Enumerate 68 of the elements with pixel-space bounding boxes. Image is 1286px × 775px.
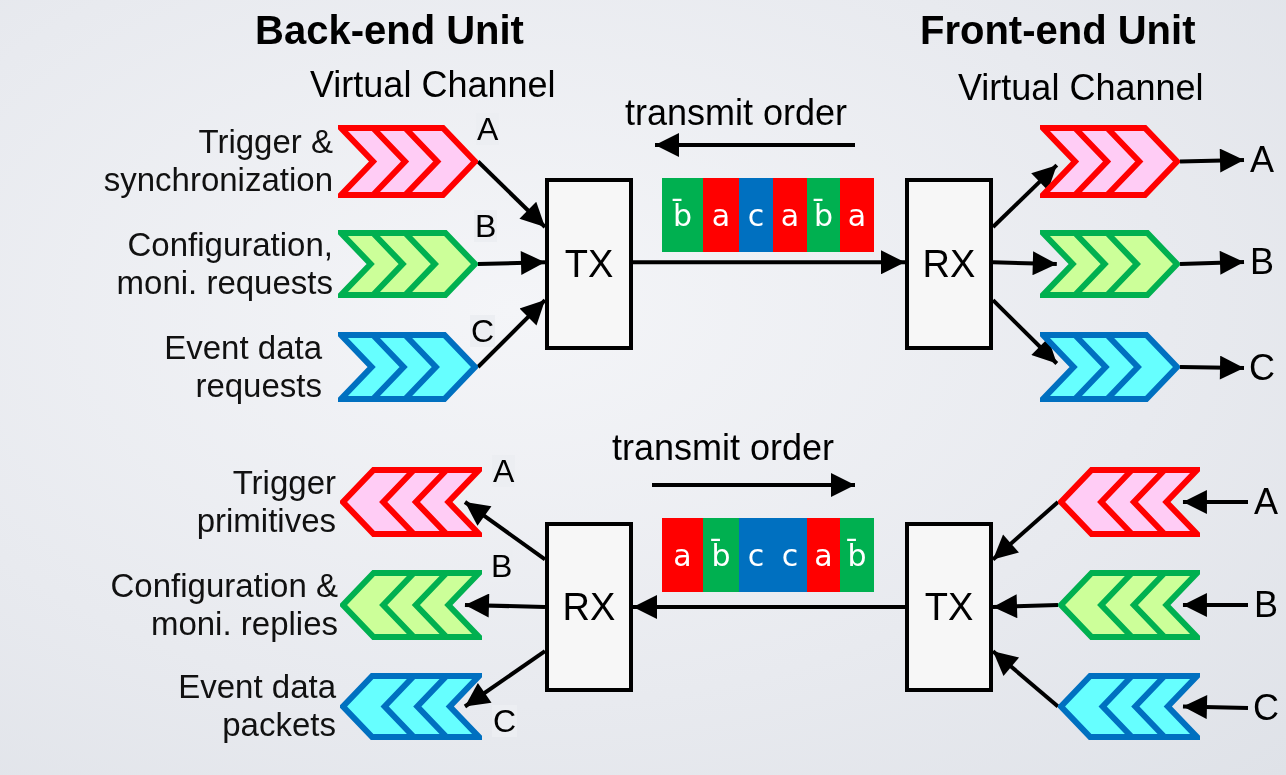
channel-letter: A: [1244, 135, 1280, 185]
arrow: [991, 500, 1060, 561]
arrow: [992, 251, 1057, 276]
channel-queue-shape: [1040, 125, 1180, 198]
symbol-cell: a: [773, 178, 807, 252]
symbol-cell: a: [840, 178, 874, 252]
arrow: [476, 298, 547, 369]
symbol-cell: c: [773, 518, 807, 592]
channel-queue-shape: [1040, 230, 1180, 298]
arrow: [991, 298, 1059, 365]
process-box: RX: [905, 178, 993, 350]
channel-queue-shape: [1058, 570, 1200, 640]
process-box: RX: [545, 522, 633, 692]
channel-queue-shape: [340, 673, 482, 740]
symbol-cell: b̄: [662, 178, 703, 252]
channel-letter: C: [1244, 343, 1280, 393]
channel-label: Trigger & synchronization: [102, 123, 333, 199]
symbol-cell: a: [662, 518, 703, 592]
arrow: [463, 649, 547, 709]
process-box: TX: [905, 522, 993, 692]
arrow: [464, 593, 546, 618]
arrow: [991, 649, 1060, 709]
edge-label: C: [492, 705, 518, 737]
arrow: [633, 595, 905, 619]
channel-queue-shape: [338, 125, 478, 198]
edge-label: C: [470, 315, 496, 347]
arrow: [1179, 355, 1245, 380]
arrow: [633, 250, 905, 275]
symbol-cell: b̄: [840, 518, 874, 592]
direction-label: transmit order: [612, 428, 835, 468]
channel-letter: A: [1248, 477, 1284, 527]
arrow: [1182, 695, 1249, 720]
symbol-cell: b̄: [807, 178, 840, 252]
channel-letter: B: [1244, 237, 1280, 287]
edge-label: B: [474, 210, 498, 242]
symbol-cell: a: [807, 518, 840, 592]
channel-queue-shape: [1058, 673, 1200, 740]
arrow: [476, 160, 547, 229]
channel-letter: C: [1248, 683, 1284, 733]
arrow: [1179, 250, 1245, 275]
arrow: [463, 500, 547, 562]
channel-heading: Virtual Channel: [310, 65, 556, 105]
direction-label: transmit order: [625, 93, 848, 133]
unit-title: Front-end Unit: [920, 8, 1196, 52]
channel-queue-shape: [1058, 467, 1200, 537]
symbol-cell: c: [739, 178, 773, 252]
arrow: [1182, 490, 1248, 514]
arrow: [992, 594, 1059, 619]
arrow: [991, 163, 1059, 229]
symbol-cell: c: [739, 518, 773, 592]
channel-label: Configuration, moni. requests: [115, 226, 333, 302]
channel-label: Trigger primitives: [195, 464, 336, 540]
arrow: [477, 250, 546, 275]
symbol-cell: a: [703, 178, 739, 252]
channel-heading: Virtual Channel: [958, 68, 1204, 108]
channel-queue-shape: [1040, 332, 1180, 402]
channel-queue-shape: [338, 230, 478, 298]
unit-title: Back-end Unit: [255, 8, 524, 52]
process-box: TX: [545, 178, 633, 350]
symbol-cell: b̄: [703, 518, 739, 592]
channel-label: Configuration & moni. replies: [109, 567, 338, 643]
channel-queue-shape: [340, 467, 482, 537]
channel-queue-shape: [340, 570, 482, 640]
channel-letter: B: [1248, 580, 1284, 630]
channel-label: Event data requests: [163, 329, 322, 405]
channel-label: Event data packets: [177, 668, 336, 744]
arrow: [1182, 593, 1248, 617]
arrow: [1179, 148, 1245, 173]
